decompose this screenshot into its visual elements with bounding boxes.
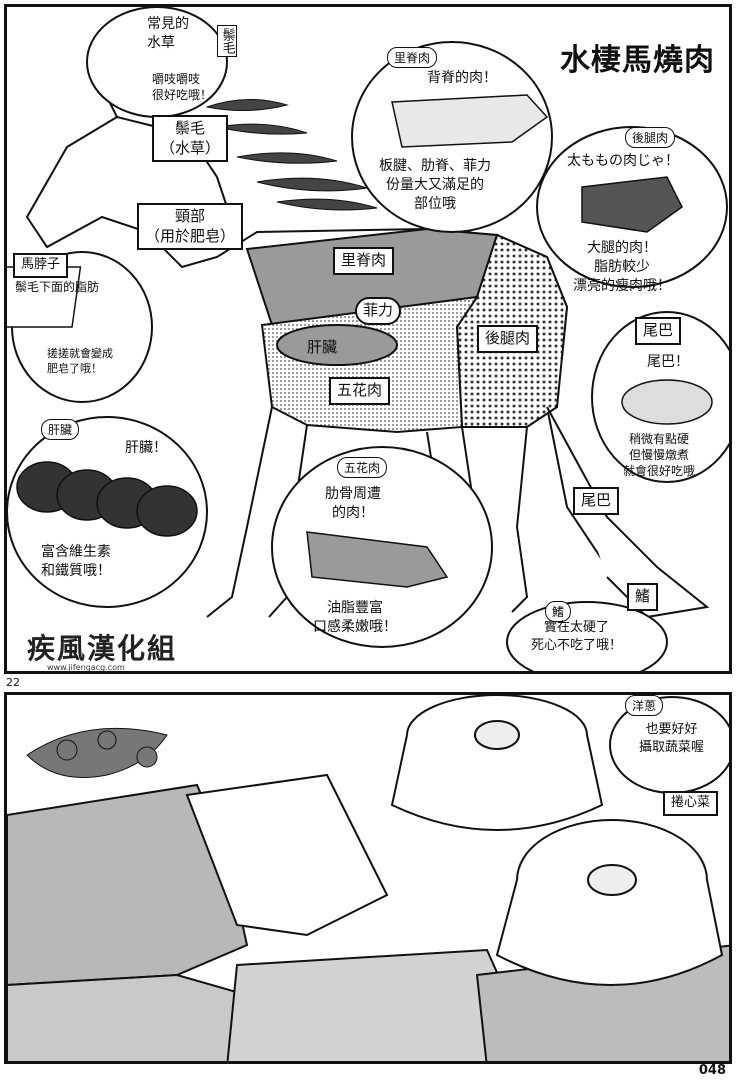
- bubble-neckfat-text: 搓搓就會變成 肥皂了哦！: [47, 347, 113, 377]
- bubble-belly-text1: 肋骨周遭 的肉！: [325, 485, 381, 523]
- onions: [390, 695, 724, 986]
- bubble-mane-text-2: 嚼吱嚼吱 很好吃哦！: [152, 71, 212, 103]
- bubble-mane-text-1: 常見的 水草: [147, 15, 189, 53]
- kelpie-illustration: [7, 7, 729, 671]
- meat-drawings: [7, 94, 713, 588]
- bubble-onion-line1: 也要好好: [645, 722, 698, 737]
- bubble-mane-line2: 水草: [147, 34, 175, 51]
- bubble-hind-line3: 脂肪較少: [594, 258, 650, 275]
- bubble-liver-line3: 和鐵質哦！: [41, 562, 111, 579]
- grill-illustration: [7, 695, 729, 1061]
- bubble-tail-text: 稍微有點硬 但慢慢燉煮 就會很好吃哦: [623, 431, 695, 480]
- top-panel: 水棲馬燒肉 鬃毛 （水草） 頸部 （用於肥皂） 里脊肉 菲力 肝臟 五花肉 後腿…: [4, 4, 732, 674]
- label-belly: 五花肉: [329, 377, 391, 405]
- page-folio: 048: [698, 1063, 726, 1078]
- label-hind: 後腿肉: [477, 325, 539, 353]
- mane-seaweed: [205, 99, 378, 211]
- bubble-mane-tag: 鬃毛: [217, 25, 237, 57]
- bubble-belly-line3: 油脂豐富: [327, 600, 383, 616]
- bubble-tail-line4: 就會很好吃哦: [623, 464, 696, 479]
- scanlator-site: www.jifengacg.com: [47, 663, 125, 672]
- label-neck: 頸部 （用於肥皂）: [137, 203, 244, 250]
- bubble-fin-text: 實在太硬了 死心不吃了哦！: [531, 619, 622, 654]
- bubble-belly-line1: 肋骨周遭: [325, 486, 381, 502]
- bubble-onion-tag: 洋蔥: [625, 695, 664, 716]
- bubble-fin-tag: 鰭: [545, 601, 572, 622]
- bubble-loin-line2: 板腱、肋脊、菲力: [379, 158, 491, 174]
- label-loin: 里脊肉: [333, 247, 395, 275]
- horse-outline: [25, 86, 648, 608]
- label-fin: 鰭: [627, 583, 659, 611]
- bubble-belly-line2: 的肉！: [332, 504, 374, 521]
- panel-number: 22: [6, 676, 20, 689]
- bubble-loin-text: 板腱、肋脊、菲力 份量大又滿足的 部位哦: [379, 157, 491, 214]
- bubble-fin-line2: 死心不吃了哦！: [531, 637, 623, 653]
- bubble-tail-line2: 稍微有點硬: [629, 432, 690, 446]
- bubble-neckfat-line1: 鬃毛下面的脂肪: [15, 280, 100, 294]
- greens: [26, 727, 168, 778]
- label-neck-line1: 頸部: [175, 207, 206, 225]
- bottom-panel: 洋蔥 也要好好 攝取蔬菜喔 捲心菜: [4, 692, 732, 1064]
- bubble-hind-text: 大腿的肉！ 脂肪較少 漂亮的瘦肉哦！: [573, 239, 671, 296]
- bubble-mane-line1: 常見的: [147, 16, 189, 32]
- label-tail: 尾巴: [573, 487, 620, 515]
- bubble-loin-tag: 里脊肉: [387, 47, 438, 68]
- bubble-liver-text: 富含維生素 和鐵質哦！: [41, 543, 111, 581]
- bubble-neckfat-line2: 搓搓就會變成: [47, 347, 113, 360]
- bubble-belly-tag: 五花肉: [337, 457, 388, 478]
- bubble-liver-tag: 肝臟: [41, 419, 80, 440]
- bubble-onion-text: 也要好好 攝取蔬菜喔: [639, 721, 704, 756]
- bubble-belly-text2: 油脂豐富 口感柔嫩哦！: [313, 599, 397, 637]
- bubble-neckfat-line3: 肥皂了哦！: [47, 361, 102, 375]
- bubble-mane-line4: 很好吃哦！: [152, 88, 213, 103]
- bubble-tail-line3: 但慢慢燉煮: [629, 448, 690, 463]
- label-mane-line1: 鬃毛: [175, 119, 206, 137]
- bubble-liver-line1: 肝臟！: [125, 440, 167, 456]
- scanlator-logo: 疾風漢化組: [27, 632, 178, 665]
- bubble-hind-line1: 太ももの肉じゃ！: [567, 153, 679, 169]
- bubble-loin-line4: 部位哦: [414, 195, 456, 212]
- bubble-tail-tag: 尾巴: [635, 317, 682, 345]
- liver-region: [276, 324, 398, 366]
- bubble-loin-line1: 背脊的肉！: [427, 70, 497, 86]
- label-liver: 肝臟: [307, 338, 338, 356]
- bubble-tail-line1: 尾巴！: [647, 354, 689, 370]
- page-title: 水棲馬燒肉: [560, 43, 715, 78]
- bubble-hind-line4: 漂亮的瘦肉哦！: [573, 277, 671, 294]
- label-mane-line2: （水草）: [160, 138, 221, 157]
- bubble-loin-line3: 份量大又滿足的: [386, 176, 484, 193]
- label-tenderloin: 菲力: [355, 297, 402, 325]
- bubble-mane-line3: 嚼吱嚼吱: [152, 72, 201, 86]
- bubble-liver-line2: 富含維生素: [41, 544, 111, 560]
- bubble-neckfat-tag: 馬脖子: [13, 253, 69, 278]
- bubble-onion-line2: 攝取蔬菜喔: [639, 739, 705, 755]
- bubble-hind-line2: 大腿的肉！: [587, 240, 657, 256]
- label-mane: 鬃毛 （水草）: [152, 115, 229, 162]
- bubble-belly-line4: 口感柔嫩哦！: [313, 618, 397, 635]
- label-cabbage: 捲心菜: [663, 791, 719, 816]
- bubble-fin-line1: 實在太硬了: [544, 620, 610, 635]
- bubble-hind-tag: 後腿肉: [625, 127, 676, 148]
- label-neck-line2: （用於肥皂）: [145, 226, 236, 245]
